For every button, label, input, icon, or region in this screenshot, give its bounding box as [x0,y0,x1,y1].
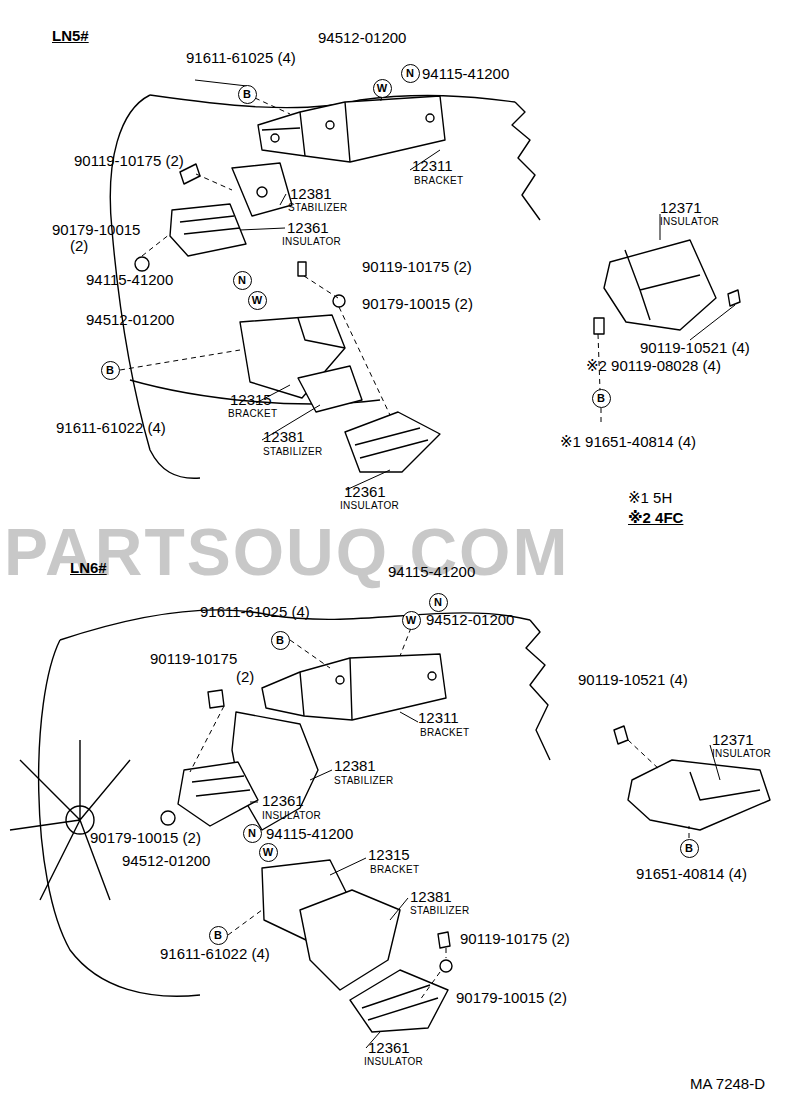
part-label: 94115-41200 [388,564,475,581]
part-label: (2) [70,238,88,255]
part-label: INSULATOR [660,216,719,227]
part-label: 91611-61022 (4) [56,420,166,437]
part-label: 90119-10175 (2) [460,931,570,948]
section-heading: ※2 4FC [628,510,683,527]
fastener-letter: W [263,847,273,858]
fastener-letter: B [685,843,693,854]
part-label: INSULATOR [282,236,341,247]
fastener-symbol: W [248,291,267,310]
part-label: 90119-10175 [150,651,237,668]
fastener-symbol: N [401,64,420,83]
part-label: INSULATOR [364,1056,423,1067]
fastener-letter: W [406,615,416,626]
fastener-letter: B [276,635,284,646]
part-label: STABILIZER [263,446,323,457]
part-label: 90179-10015 (2) [456,990,567,1007]
part-label: 90119-10175 (2) [74,153,184,170]
part-label: 90119-10521 (4) [578,672,688,689]
part-label: ※2 90119-08028 (4) [586,358,721,375]
fastener-letter: B [214,930,222,941]
fastener-symbol: B [238,85,257,104]
part-label: 90179-10015 (2) [362,296,473,313]
part-label: 94512-01200 [122,853,210,870]
part-label: 90119-10521 (4) [640,340,750,357]
fastener-symbol: B [209,926,228,945]
fastener-letter: N [406,68,414,79]
part-label: INSULATOR [712,748,771,759]
part-label: INSULATOR [262,810,321,821]
part-label: 94115-41200 [86,272,173,289]
fastener-letter: B [243,89,251,100]
section-heading: LN5# [52,28,89,45]
part-label: 12361 [368,1040,410,1057]
part-label: 12361 [287,220,329,237]
fastener-letter: N [238,275,246,286]
part-label: 12381 [290,186,332,203]
part-label: 91611-61022 (4) [160,946,270,963]
part-label: 12381 [263,429,305,446]
fastener-letter: B [106,365,114,376]
fastener-symbol: B [592,389,611,408]
part-label: 12371 [712,732,754,749]
part-label: 12381 [410,889,452,906]
part-label: STABILIZER [410,905,470,916]
part-label: 94512-01200 [318,30,406,47]
fastener-symbol: W [373,79,392,98]
part-label: 12311 [412,158,453,175]
part-label: 91651-40814 (4) [636,866,747,883]
fastener-letter: N [248,828,256,839]
part-label: 90119-10175 (2) [362,259,472,276]
part-label: 12315 [368,847,410,864]
part-label: MA 7248-D [690,1076,765,1093]
part-label: BRACKET [370,864,419,875]
fastener-symbol: B [680,839,699,858]
fastener-symbol: N [429,593,448,612]
part-label: INSULATOR [340,500,399,511]
part-label: BRACKET [420,727,469,738]
part-label: ※1 91651-40814 (4) [560,434,696,451]
part-label: 94512-01200 [426,612,514,629]
part-label: (2) [236,669,254,686]
section-heading: LN6# [70,560,107,577]
fastener-symbol: B [101,361,120,380]
watermark: PARTSOUQ.COM [4,516,569,589]
fastener-letter: W [377,83,387,94]
fastener-symbol: N [243,824,262,843]
part-label: 94115-41200 [266,826,353,843]
part-label: 12361 [262,793,304,810]
part-label: STABILIZER [288,202,348,213]
part-label: 12381 [334,758,376,775]
part-label: 90179-10015 [52,222,140,239]
fastener-symbol: W [259,843,278,862]
part-label: 94512-01200 [86,312,174,329]
fastener-letter: N [434,597,442,608]
part-label: 90179-10015 (2) [90,830,201,847]
part-label: 12371 [660,200,702,217]
part-label: 12311 [418,710,459,727]
fastener-symbol: B [271,631,290,650]
part-label: 91611-61025 (4) [186,50,296,67]
part-label: ※1 5H [628,490,672,507]
part-label: 12315 [230,392,272,409]
part-label: BRACKET [414,175,463,186]
fastener-letter: B [597,393,605,404]
part-label: 12361 [344,484,386,501]
fastener-letter: W [252,295,262,306]
part-label: BRACKET [228,408,277,419]
part-label: 94115-41200 [422,66,509,83]
part-label: STABILIZER [334,775,394,786]
fastener-symbol: N [233,271,252,290]
part-label: 91611-61025 (4) [200,604,310,621]
fastener-symbol: W [402,611,421,630]
